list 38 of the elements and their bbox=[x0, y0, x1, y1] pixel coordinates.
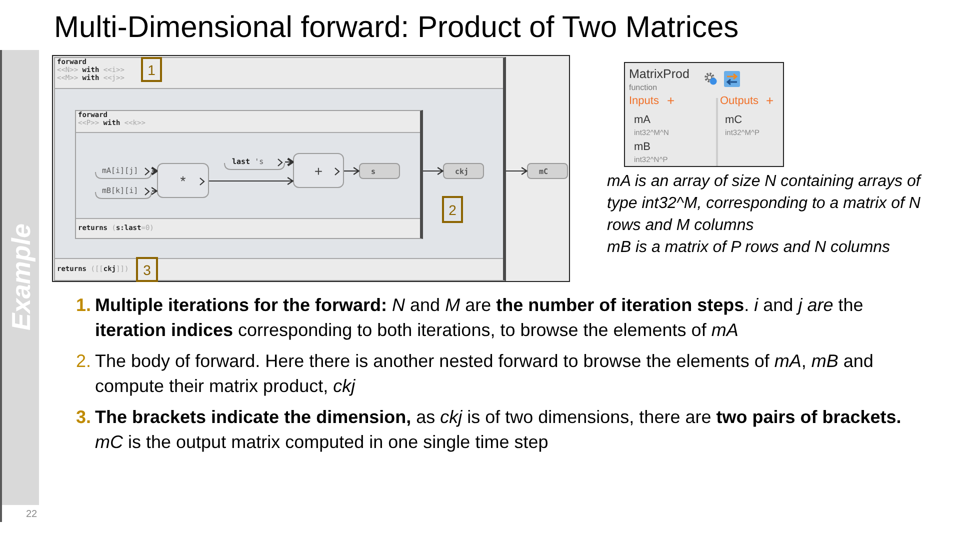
arrow bbox=[209, 176, 294, 186]
function-kind: function bbox=[629, 83, 658, 92]
callout-number: 1 bbox=[141, 57, 162, 82]
port-name: mC bbox=[725, 114, 742, 127]
sidebar-band bbox=[2, 50, 39, 505]
port-name: mB bbox=[634, 141, 650, 154]
page-number: 22 bbox=[26, 509, 38, 521]
section-heading: Outputs bbox=[720, 95, 759, 108]
callout-number: 3 bbox=[136, 257, 158, 282]
add-button: + bbox=[667, 94, 675, 107]
operator-box bbox=[157, 163, 209, 198]
arrow bbox=[506, 166, 528, 176]
function-card bbox=[624, 62, 784, 167]
slide-title: Multi-Dimensional forward: Product of Two Matrices bbox=[54, 11, 739, 45]
arrow bbox=[285, 158, 294, 166]
list-number: 3. bbox=[76, 406, 92, 429]
arrow bbox=[344, 166, 360, 176]
arrow bbox=[423, 166, 444, 176]
list-item-text: The body of forward. Here there is another nested forward to browse the elements of mA, mB and compute their matrix product, ckj bbox=[95, 350, 874, 398]
arrow bbox=[150, 166, 158, 176]
callout-number: 2 bbox=[442, 196, 463, 223]
operator-symbol: + bbox=[314, 164, 323, 178]
port-name: mA bbox=[634, 114, 650, 127]
arrow bbox=[151, 186, 158, 196]
note-text: mB is a matrix of P rows and N columns bbox=[607, 238, 892, 258]
list-item-text: The brackets indicate the dimension, as ckj is of two dimensions, there are two pairs of brackets. mC is the output matrix computed in one single time step bbox=[95, 406, 902, 454]
forward-block bbox=[75, 110, 423, 239]
add-button: + bbox=[766, 94, 774, 107]
list-item-text: Multiple iterations for the forward: N and M are the number of iteration steps. i and j are the iteration indices corresponding to both iterations, to browse the elements of mA bbox=[95, 294, 864, 342]
list-number: 2. bbox=[76, 350, 92, 373]
list-number: 1. bbox=[76, 294, 92, 317]
output-port bbox=[527, 163, 568, 179]
section-heading: Inputs bbox=[629, 95, 659, 108]
output-port bbox=[443, 163, 484, 179]
operator-box bbox=[293, 153, 344, 188]
operator-symbol: * bbox=[180, 174, 186, 188]
function-name: MatrixProd bbox=[629, 67, 690, 81]
output-port bbox=[359, 163, 400, 179]
